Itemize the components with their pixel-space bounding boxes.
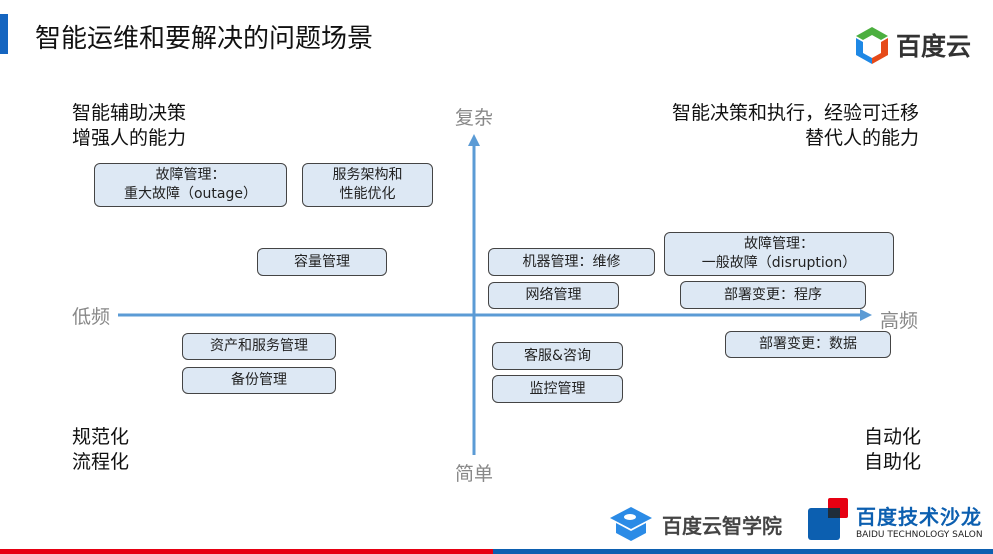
quadrant-text: 自助化: [863, 451, 921, 473]
baidu-cloud-cube-icon: [856, 27, 888, 64]
quadrant-top-left: 智能辅助决策 增强人的能力: [72, 101, 186, 151]
title-accent-bar: [0, 14, 8, 54]
scenario-box: 客服&咨询: [492, 342, 623, 370]
quadrant-top-right: 智能决策和执行，经验可迁移 替代人的能力: [672, 101, 919, 151]
quadrant-bottom-left: 规范化 流程化: [72, 425, 129, 475]
scenario-box: 机器管理：维修: [488, 248, 655, 276]
salon-logo: 百度技术沙龙 BAIDU TECHNOLOGY SALON: [808, 498, 983, 542]
academy-logo-text: 百度云智学院: [662, 513, 782, 538]
quadrant-text: 自动化: [863, 426, 921, 448]
page-title: 智能运维和要解决的问题场景: [35, 24, 374, 54]
quadrant-text: 流程化: [72, 451, 130, 473]
salon-logo-subtext: BAIDU TECHNOLOGY SALON: [856, 529, 983, 540]
axis-label-complex: 复杂: [455, 107, 494, 129]
axis-label-low-frequency: 低频: [72, 306, 111, 328]
quadrant-text: 替代人的能力: [804, 127, 919, 149]
scenario-box: 资产和服务管理: [182, 333, 336, 360]
scenario-box: 网络管理: [488, 282, 619, 309]
quadrant-text: 规范化: [72, 426, 130, 448]
baidu-cloud-logo-text: 百度云: [896, 32, 972, 61]
baidu-cloud-logo: 百度云: [853, 25, 971, 65]
salon-logo-text: 百度技术沙龙: [856, 504, 982, 529]
footer-bar-red: [0, 549, 493, 554]
scenario-box: 服务架构和性能优化: [302, 163, 433, 207]
quadrant-text: 智能决策和执行，经验可迁移: [671, 102, 919, 124]
scenario-box: 备份管理: [182, 367, 336, 394]
x-axis-arrow-icon: [860, 309, 872, 321]
axis-label-simple: 简单: [455, 463, 494, 485]
scenario-box: 容量管理: [257, 248, 387, 276]
scenario-box: 部署变更：数据: [725, 331, 891, 358]
salon-square-icon: [808, 498, 848, 540]
scenario-box: 部署变更：程序: [680, 281, 866, 309]
academy-logo: 百度云智学院: [608, 505, 782, 543]
scenario-box: 故障管理：重大故障（outage）: [94, 163, 287, 207]
axis-label-high-frequency: 高频: [880, 310, 919, 332]
graduation-cap-icon: [610, 507, 652, 541]
quadrant-text: 智能辅助决策: [72, 102, 187, 124]
quadrant-text: 增强人的能力: [72, 127, 187, 149]
quadrant-bottom-right: 自动化 自助化: [864, 425, 921, 475]
y-axis-arrow-icon: [468, 134, 480, 146]
scenario-box: 监控管理: [492, 375, 623, 403]
scenario-box: 故障管理：一般故障（disruption）: [664, 232, 894, 276]
footer-bar-blue: [493, 549, 993, 554]
